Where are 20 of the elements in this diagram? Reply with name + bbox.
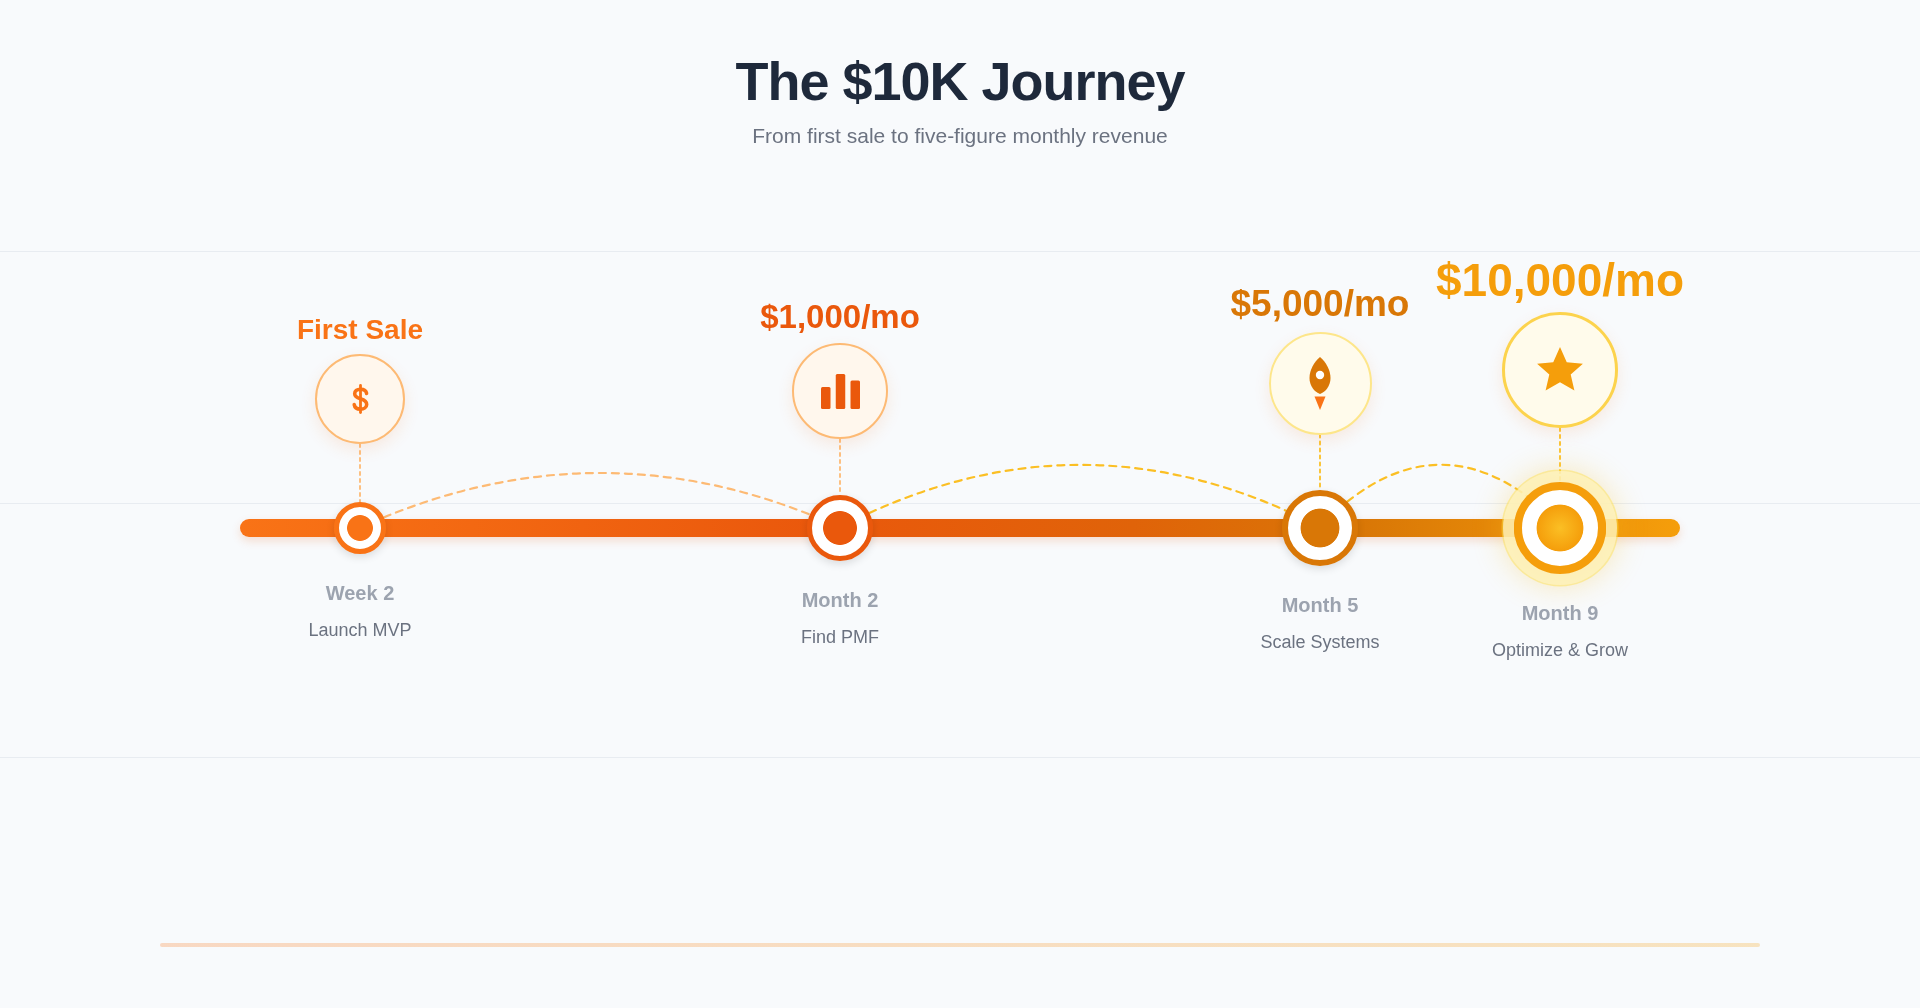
- milestone-amount: $1,000/mo: [760, 298, 920, 337]
- subtitle: From first sale to five-figure monthly revenue: [752, 123, 1168, 149]
- milestone-time: Month 9: [1521, 601, 1599, 625]
- dashed-arc-connector: [868, 463, 1288, 515]
- milestone-task: Scale Systems: [1260, 631, 1380, 654]
- milestone-amount: First Sale: [296, 314, 424, 347]
- milestone-task: Launch MVP: [308, 619, 412, 642]
- milestone-amount: $5,000/mo: [1230, 282, 1410, 326]
- dashed-arc-connector: [382, 471, 811, 519]
- timeline-marker: [807, 495, 873, 561]
- timeline-marker: [1282, 490, 1358, 566]
- diagram-title: The $10K Journey: [735, 52, 1185, 110]
- timeline-marker: [334, 502, 386, 554]
- milestone-time: Week 2: [325, 581, 395, 605]
- milestone-task: Find PMF: [801, 626, 879, 649]
- milestone-task: Optimize & Grow: [1492, 639, 1628, 662]
- milestone-time: Month 2: [801, 588, 879, 612]
- milestone-time: Month 5: [1281, 593, 1359, 617]
- milestone-amount: $10,000/mo: [1435, 253, 1685, 307]
- dotted-connector: [359, 443, 361, 503]
